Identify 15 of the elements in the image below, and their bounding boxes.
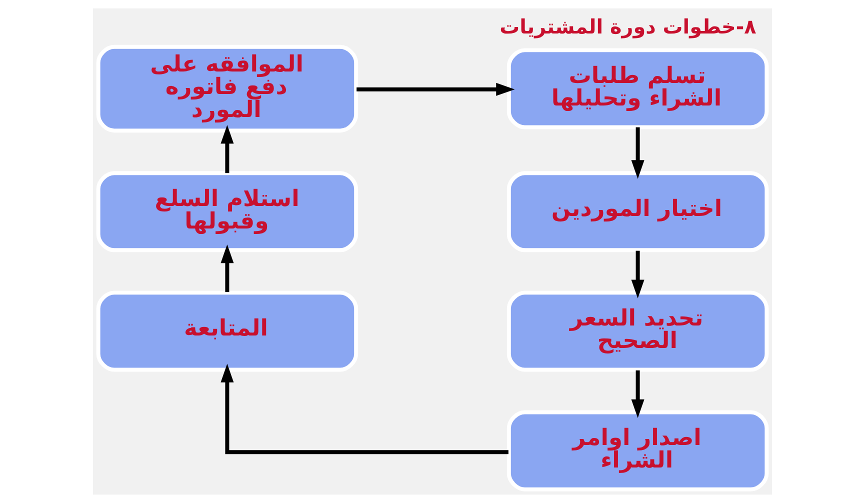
arrow [630,370,644,418]
node-box: المتابعة [96,290,358,372]
arrow [356,82,514,96]
arrow [630,250,644,298]
node-box: تحديد السعر الصحيح [506,290,768,372]
arrow [630,127,644,179]
node-box: تسلم طلبات الشراء وتحليلها [506,48,768,130]
node-box: استلام السلع وقبولها [96,171,358,252]
diagram-title: ٨-خطوات دورة المشتريات [499,16,756,39]
node-box: الموافقه على دفع فاتوره المورد [96,44,358,133]
arrow [220,244,234,292]
arrow [220,124,234,174]
arrow [220,364,508,454]
node-box: اصدار اوامر الشراء [506,410,768,492]
node-box: اختيار الموردين [506,171,768,252]
